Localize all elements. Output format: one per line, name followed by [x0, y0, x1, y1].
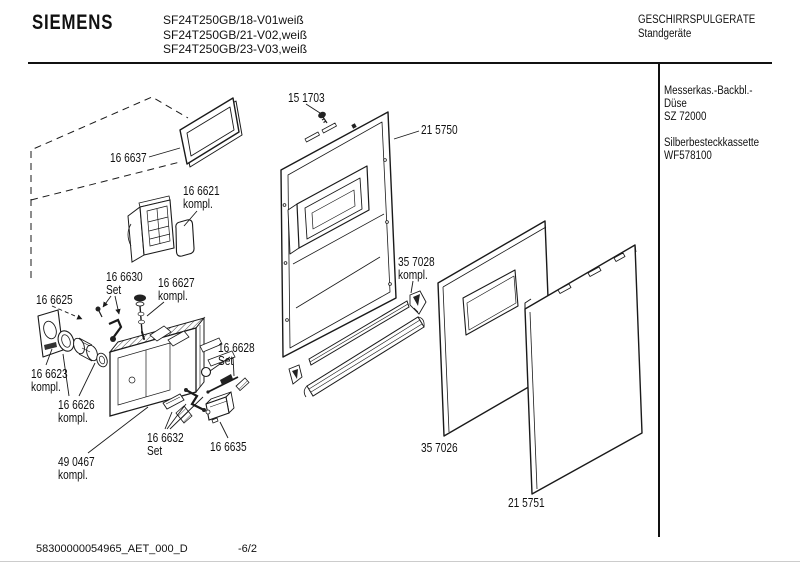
part-label-490467: 49 0467 kompl. [58, 455, 95, 481]
bottom-border [0, 561, 800, 562]
part-label-166637: 16 6637 [110, 151, 147, 164]
control-panel-frame-drawing [179, 97, 243, 168]
part-label-166626: 16 6626 kompl. [58, 398, 95, 424]
part-number: 35 7026 [421, 440, 458, 455]
model-list: SF24T250GB/18-V01weiß SF24T250GB/21-V02,… [163, 13, 307, 57]
part-label-166625: 16 6625 [36, 293, 73, 306]
header-divider [28, 62, 772, 64]
part-number: 16 6625 [36, 292, 73, 307]
brand-logo: SIEMENS [32, 11, 114, 34]
part-qualifier: Set [106, 282, 122, 297]
accessories-panel: Messerkas.-Backbl.- Düse SZ 72000 Silber… [664, 85, 759, 163]
part-qualifier: kompl. [398, 267, 428, 282]
leader-lines [45, 103, 420, 454]
part-label-357026: 35 7026 [421, 441, 458, 454]
part-qualifier: kompl. [58, 410, 88, 425]
part-number: 16 6630 [106, 269, 143, 284]
part-label-166632: 16 6632 Set [147, 431, 184, 457]
accessory-name: Silberbesteckkassette [664, 137, 760, 149]
part-number: 16 6626 [58, 397, 95, 412]
part-number: 35 7028 [398, 254, 435, 269]
part-label-166628: 16 6628 Set [218, 341, 255, 367]
part-number: 16 6635 [210, 439, 247, 454]
part-label-166630: 16 6630 Set [106, 270, 143, 296]
part-label-215751: 21 5751 [508, 496, 545, 509]
part-number: 16 6627 [158, 275, 195, 290]
inner-door-panel-drawing [280, 111, 397, 358]
part-label-166623: 16 6623 kompl. [31, 367, 68, 393]
door-panel-window-drawing [437, 220, 552, 437]
part-qualifier: kompl. [31, 379, 61, 394]
assembly-guide-lines [30, 96, 189, 278]
part-number: 16 6623 [31, 366, 68, 381]
category-title: GESCHIRRSPÜLGERÄTE [638, 14, 756, 26]
accessory-code: WF578100 [664, 150, 712, 162]
hinge-bracket-drawing [409, 290, 427, 315]
accessory-name: Messerkas.-Backbl.- [664, 85, 753, 97]
detergent-dispenser-drawing [108, 316, 236, 417]
crank-set-drawing [162, 388, 206, 424]
model-line: SF24T250GB/23-V03,weiß [163, 42, 308, 56]
category-header: GESCHIRRSPÜLGERÄTE Standgeräte [638, 13, 755, 41]
actuator-drawing [205, 391, 235, 424]
outer-door-panel-drawing [524, 244, 643, 495]
model-line: SF24T250GB/21-V02,weiß [163, 27, 308, 42]
part-qualifier: kompl. [58, 467, 88, 482]
part-label-166621: 16 6621 kompl. [183, 184, 220, 210]
accessory-name: Düse [664, 98, 687, 110]
screw-drawing [318, 111, 328, 124]
side-panel-divider [658, 64, 660, 537]
part-number: 21 5751 [508, 495, 545, 510]
part-label-357028: 35 7028 kompl. [398, 255, 435, 281]
model-line: SF24T250GB/18-V01weiß [163, 13, 304, 27]
part-number: 16 6628 [218, 340, 255, 355]
part-number: 16 6637 [110, 150, 147, 165]
dispenser-cover-drawing [127, 195, 195, 263]
category-subtitle: Standgeräte [638, 28, 692, 40]
part-number: 15 1703 [288, 90, 325, 105]
page-number: -6/2 [238, 543, 257, 555]
part-qualifier: kompl. [158, 288, 188, 303]
part-number: 16 6621 [183, 183, 220, 198]
lever-set-drawing [200, 366, 250, 394]
part-label-166635: 16 6635 [210, 440, 247, 453]
part-qualifier: Set [218, 353, 234, 368]
part-number: 49 0467 [58, 454, 95, 469]
part-label-151703: 15 1703 [288, 91, 325, 104]
part-number: 21 5750 [421, 122, 458, 137]
document-code: 58300000054965_AET_000_D [36, 543, 188, 555]
part-label-166627: 16 6627 kompl. [158, 276, 195, 302]
part-label-215750: 21 5750 [421, 123, 458, 136]
part-qualifier: kompl. [183, 196, 213, 211]
small-parts-left-drawing [37, 294, 146, 368]
accessory-code: SZ 72000 [664, 111, 707, 123]
part-number: 16 6632 [147, 430, 184, 445]
part-qualifier: Set [147, 443, 163, 458]
door-trim-strips-drawing [288, 300, 425, 398]
